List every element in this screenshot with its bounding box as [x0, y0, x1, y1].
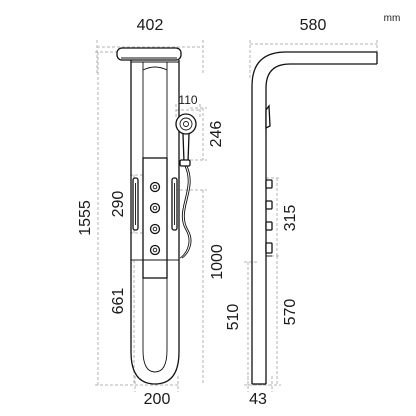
- units-label: mm: [384, 13, 401, 24]
- knob-1: [149, 181, 161, 193]
- knob-4: [149, 244, 161, 256]
- panel-frame-inner: [142, 62, 168, 373]
- knob-2: [149, 202, 161, 214]
- rain-shower-head: [116, 47, 182, 61]
- dim-valve-height: 1000: [209, 244, 226, 280]
- control-knobs: [149, 181, 161, 256]
- side-knob-1: [265, 179, 273, 189]
- side-dimension-lines: [244, 40, 378, 392]
- dim-jets-zone: 290: [110, 191, 127, 218]
- side-column-front: [251, 51, 377, 384]
- body-jets: [132, 177, 178, 231]
- side-knob-3: [265, 221, 273, 231]
- hand-shower: [175, 113, 197, 259]
- dim-arm-reach: 580: [300, 17, 327, 34]
- side-knob-4: [265, 242, 273, 254]
- panel-frame-outer: [130, 60, 180, 385]
- dim-head-width: 402: [137, 17, 164, 34]
- side-controls: [265, 179, 273, 257]
- dim-base-width: 200: [144, 391, 171, 408]
- side-view: 580 mm 315 510 570 43: [225, 13, 400, 408]
- knob-3: [149, 223, 161, 235]
- dim-controls-height: 315: [282, 205, 299, 232]
- hose: [179, 165, 190, 259]
- side-column-back: [265, 63, 377, 384]
- dim-base-depth: 43: [249, 391, 267, 408]
- dim-handshower-height: 246: [208, 121, 225, 148]
- dim-handshower-diameter: 110: [178, 93, 197, 107]
- dim-total-height: 1555: [77, 200, 94, 236]
- dim-lower-height-a: 510: [225, 304, 242, 331]
- hand-shower-head: [175, 113, 197, 135]
- front-view: 402 110 246 1555 290 1000 661 200: [77, 17, 226, 408]
- control-block: [142, 157, 168, 279]
- side-hand-shower-holder: [265, 104, 271, 130]
- side-knob-2: [265, 200, 273, 210]
- dim-lower-section: 661: [110, 288, 127, 315]
- dim-lower-height-b: 570: [282, 299, 299, 326]
